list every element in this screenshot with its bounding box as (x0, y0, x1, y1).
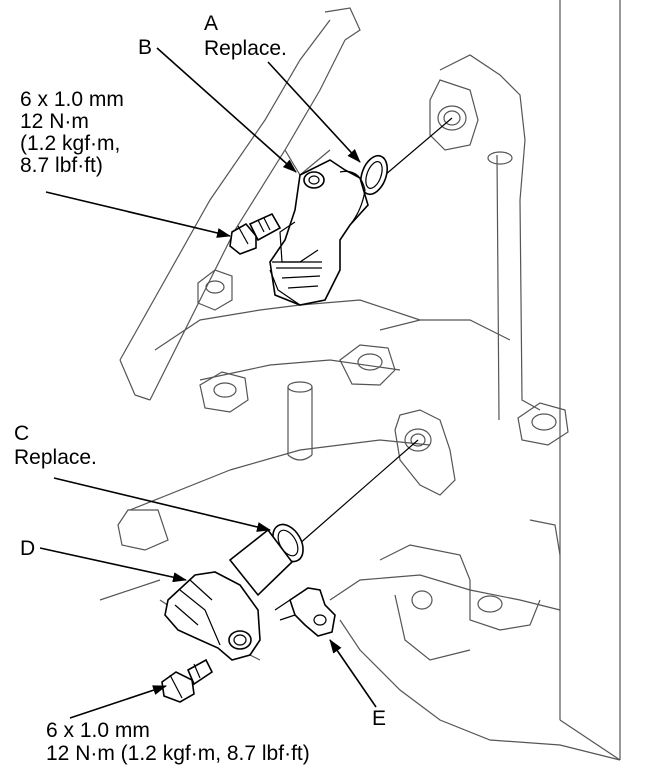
leader-d (39, 547, 187, 583)
mount-boss-center (339, 344, 396, 386)
camshaft-sensor-lower (161, 523, 304, 703)
alignment-lines (297, 117, 453, 546)
mount-boss-left (197, 269, 233, 311)
torque-lower-line2: 12 N·m (1.2 kgf·m, 8.7 lbf·ft) (46, 742, 310, 765)
leader-c (53, 477, 271, 532)
callout-c-note: Replace. (14, 446, 97, 469)
torque-upper-line2: 12 N·m (20, 110, 89, 133)
leader-e (329, 639, 377, 708)
leader-b (156, 47, 297, 173)
leader-lines (39, 47, 377, 719)
callout-b-letter: B (138, 36, 153, 59)
center-stud (287, 381, 313, 461)
callout-a-letter: A (204, 12, 219, 35)
o-ring-a (360, 154, 388, 196)
leader-torque-lower (69, 685, 167, 719)
leader-torque-upper (45, 191, 231, 238)
torque-lower-line1: 6 x 1.0 mm (46, 719, 150, 742)
engine-block (99, 0, 621, 761)
bolt-lower (161, 658, 214, 703)
camshaft-sensor-upper (229, 154, 388, 306)
torque-upper-line1: 6 x 1.0 mm (20, 88, 124, 111)
callout-c-letter: C (14, 422, 30, 445)
mount-boss-right (517, 402, 569, 446)
leader-a (267, 61, 361, 163)
callout-d-letter: D (20, 537, 36, 560)
sensor-body-b (269, 159, 369, 306)
harness-clamp-e (274, 587, 336, 637)
torque-upper-line3: (1.2 kgf·m, (20, 132, 121, 155)
sensor-mount-ear (303, 171, 325, 189)
callout-e-letter: E (372, 707, 387, 730)
sensor-mount-ear-lower (228, 630, 252, 650)
callout-a-note: Replace. (204, 37, 287, 60)
bolt-upper (229, 212, 282, 255)
mount-boss-left-low (199, 371, 249, 413)
torque-upper-line4: 8.7 lbf·ft) (20, 154, 103, 177)
